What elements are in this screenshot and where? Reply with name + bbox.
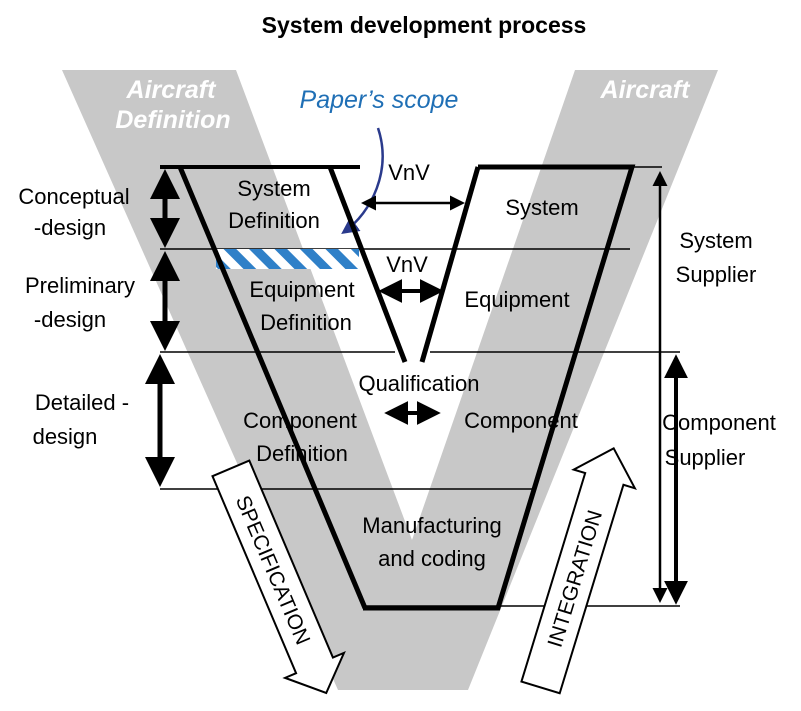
left-outer-edge: [177, 166, 368, 609]
scope-label: Paper’s scope: [300, 86, 459, 114]
vnv-mid-label: VnV: [386, 252, 428, 277]
phase-label-conceptual-line1: Conceptual: [18, 184, 129, 209]
v-shape: [62, 70, 718, 690]
v-label-left-line2: Definition: [115, 106, 230, 134]
system-supplier-line2: Supplier: [676, 262, 757, 287]
phase-label-preliminary-line1: Preliminary: [25, 273, 135, 298]
diagram-title: System development process: [262, 12, 587, 38]
right-outer-edge: [363, 164, 636, 611]
system-definition-line1: System: [237, 176, 310, 201]
component-supplier-line2: Supplier: [665, 445, 746, 470]
phase-label-conceptual-line2: -design: [34, 215, 106, 240]
equipment-definition-line2: Definition: [260, 310, 352, 335]
left-inner-edge: [327, 166, 408, 363]
system-definition-line2: Definition: [228, 208, 320, 233]
manufacturing-line1: Manufacturing: [362, 513, 501, 538]
component-supplier-line1: Component: [662, 410, 776, 435]
system-supplier-line1: System: [679, 228, 752, 253]
v-label-left-line1: Aircraft: [126, 76, 218, 104]
right-system-label: System: [505, 195, 578, 220]
right-inner-edge: [419, 166, 481, 363]
equipment-definition-line1: Equipment: [249, 277, 354, 302]
v-label-right: Aircraft: [600, 76, 692, 104]
right-component-label: Component: [464, 408, 578, 433]
phase-label-detailed-line2: design: [33, 424, 98, 449]
phase-label-preliminary-line2: -design: [34, 307, 106, 332]
vnv-top-label: VnV: [388, 160, 430, 185]
component-definition-line1: Component: [243, 408, 357, 433]
qualification-label: Qualification: [358, 371, 479, 396]
manufacturing-line2: and coding: [378, 546, 486, 571]
scope-hatch-band: [216, 249, 359, 269]
right-equipment-label: Equipment: [464, 287, 569, 312]
component-definition-line2: Definition: [256, 441, 348, 466]
phase-label-detailed-line1: Detailed -: [35, 390, 129, 415]
